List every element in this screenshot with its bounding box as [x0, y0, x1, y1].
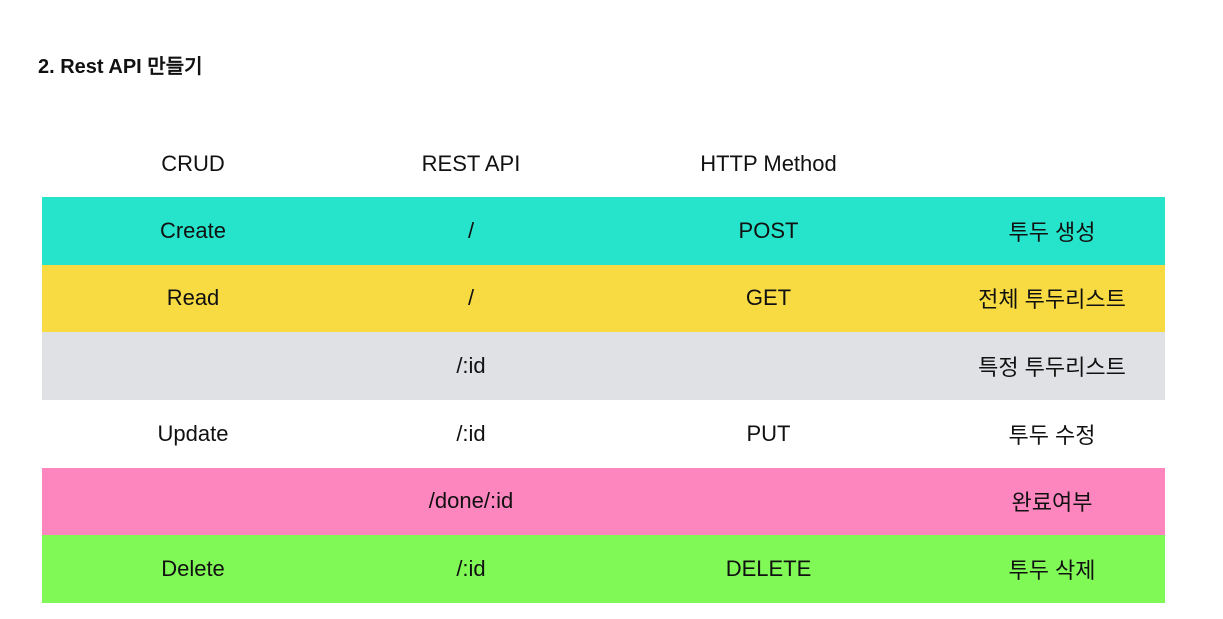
- cell-crud: Read: [166, 285, 220, 311]
- header-rest-api: REST API: [421, 150, 521, 176]
- cell-description: 완료여부: [1011, 490, 1093, 516]
- cell-description: 투두 수정: [1008, 422, 1096, 448]
- cell-crud: Delete: [161, 556, 225, 582]
- table-row: Create / POST 투두 생성: [42, 197, 1165, 265]
- cell-http-method: PUT: [746, 420, 791, 446]
- table-row: Delete /:id DELETE 투두 삭제: [42, 535, 1165, 603]
- cell-http-method: [598, 332, 939, 400]
- cell-rest-api: /done/:id: [428, 488, 514, 514]
- cell-http-method: POST: [738, 217, 799, 243]
- cell-description: 투두 생성: [1008, 219, 1096, 245]
- cell-description: 전체 투두리스트: [978, 287, 1126, 313]
- table-row: Update /:id PUT 투두 수정: [42, 399, 1165, 468]
- cell-rest-api: /:id: [456, 353, 486, 379]
- cell-rest-api: /:id: [456, 420, 486, 446]
- cell-rest-api: /:id: [456, 556, 486, 582]
- cell-crud: Update: [157, 420, 229, 446]
- cell-crud: [42, 332, 344, 400]
- cell-rest-api: /: [467, 217, 475, 243]
- table-row: /done/:id 완료여부: [42, 467, 1165, 536]
- table-header-row: CRUD REST API HTTP Method: [42, 130, 1165, 197]
- cell-rest-api: /: [467, 285, 475, 311]
- cell-description: 투두 삭제: [1008, 558, 1096, 584]
- cell-description: 특정 투두리스트: [978, 355, 1126, 381]
- header-http-method: HTTP Method: [700, 150, 837, 176]
- header-crud: CRUD: [161, 150, 225, 176]
- cell-http-method: DELETE: [725, 556, 812, 582]
- table-row: Read / GET 전체 투두리스트: [42, 264, 1165, 333]
- cell-http-method: GET: [745, 285, 792, 311]
- page-heading: 2. Rest API 만들기: [38, 56, 203, 78]
- header-description: [939, 130, 1165, 197]
- cell-http-method: [598, 468, 939, 536]
- cell-crud: Create: [159, 217, 227, 243]
- cell-crud: [42, 468, 344, 536]
- crud-api-table: CRUD REST API HTTP Method Create / POST …: [42, 130, 1165, 603]
- table-row: /:id 특정 투두리스트: [42, 332, 1165, 400]
